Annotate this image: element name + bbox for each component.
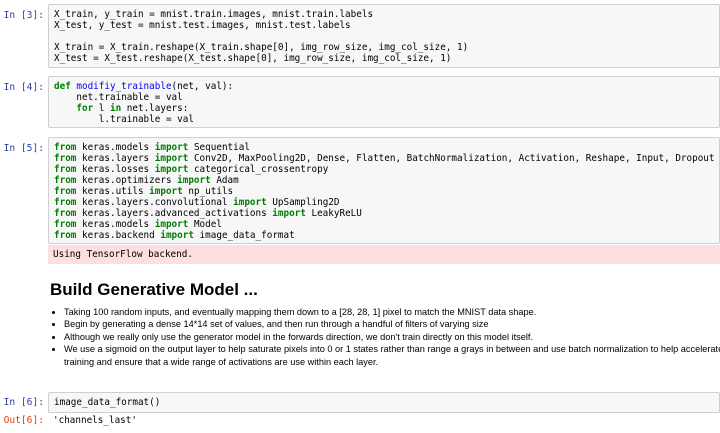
code-text: X_train = X_train.reshape(X_train.shape[… [54,42,469,53]
code-text: categorical_crossentropy [188,164,329,175]
markdown-heading: Build Generative Model ... [50,280,258,299]
code-text: image_data_format [193,230,295,241]
code-line: X_test, y_test = mnist.test.images, mnis… [54,20,714,31]
code-text: Sequential [188,142,250,153]
code-text: LeakyReLU [305,208,362,219]
code-text: Adam [210,175,239,186]
stderr-output: Using TensorFlow backend. [48,245,720,264]
code-keyword: import [154,142,189,153]
code-keyword: import [177,175,211,186]
code-line: from keras.models import Sequential [54,142,714,153]
code-text: l [93,103,110,114]
code-keyword: for [76,103,94,114]
code-text: np_utils [182,186,234,197]
code-text: l.trainable = val [54,114,194,125]
input-prompt: In [4]: [3,82,44,93]
code-text: keras.layers.convolutional [76,197,234,208]
code-line: image_data_format() [54,397,714,408]
code-keyword: import [233,197,267,208]
code-line: from keras.models import Model [54,219,714,230]
output-prompt: Out[6]: [3,415,44,426]
code-keyword: from [54,153,77,164]
code-keyword: import [272,208,306,219]
markdown-bullet-list: Taking 100 random inputs, and eventually… [50,306,720,368]
code-keyword: from [54,142,77,153]
code-text: image_data_format() [54,397,161,408]
code-text: X_train, y_train = mnist.train.images, m… [54,9,374,20]
code-text: (net, val): [171,81,234,92]
code-line: from keras.losses import categorical_cro… [54,164,714,175]
code-keyword: import [149,186,183,197]
code-keyword: import [160,230,194,241]
code-text: keras.layers [76,153,155,164]
code-line: from keras.layers.advanced_activations i… [54,208,714,219]
code-keyword: in [109,103,122,114]
input-prompt: In [3]: [3,10,44,21]
code-text [54,103,76,114]
list-item: We use a sigmoid on the output layer to … [64,343,720,368]
list-item: Although we really only use the generato… [64,331,720,343]
code-line [54,31,714,42]
cell-output: 'channels_last' [53,415,137,426]
code-keyword: import [154,153,189,164]
code-editor[interactable]: X_train, y_train = mnist.train.images, m… [48,4,720,68]
list-item: Taking 100 random inputs, and eventually… [64,306,720,318]
code-text: net.layers: [121,103,189,114]
code-keyword: from [54,219,77,230]
code-editor[interactable]: def modifiy_trainable(net, val): net.tra… [48,76,720,128]
code-line: from keras.utils import np_utils [54,186,714,197]
code-text: keras.utils [76,186,150,197]
code-text: Conv2D, MaxPooling2D, Dense, Flatten, Ba… [188,153,715,164]
code-line: def modifiy_trainable(net, val): [54,81,714,92]
code-keyword: from [54,175,77,186]
code-keyword: import [154,164,189,175]
code-keyword: from [54,230,77,241]
code-keyword: from [54,164,77,175]
code-line: for l in net.layers: [54,103,714,114]
code-text: keras.backend [76,230,161,241]
code-text: keras.layers.advanced_activations [76,208,273,219]
code-keyword: from [54,197,77,208]
code-line: X_train, y_train = mnist.train.images, m… [54,9,714,20]
code-line: l.trainable = val [54,114,714,125]
code-line: from keras.optimizers import Adam [54,175,714,186]
code-editor[interactable]: image_data_format() [48,392,720,413]
code-line: X_test = X_test.reshape(X_test.shape[0],… [54,53,714,64]
code-text: keras.optimizers [76,175,178,186]
code-text: keras.models [76,142,155,153]
input-prompt: In [6]: [3,397,44,408]
list-item: Begin by generating a dense 14*14 set of… [64,318,720,330]
code-line: from keras.backend import image_data_for… [54,230,714,241]
code-text: X_test = X_test.reshape(X_test.shape[0],… [54,53,452,64]
code-text: net.trainable = val [54,92,183,103]
code-text: keras.losses [76,164,155,175]
code-keyword: from [54,208,77,219]
code-function-name: modifiy_trainable [76,81,172,92]
code-line: from keras.layers.convolutional import U… [54,197,714,208]
code-keyword: def [54,81,77,92]
code-text: Model [188,219,222,230]
code-text: keras.models [76,219,155,230]
code-line: from keras.layers import Conv2D, MaxPool… [54,153,715,164]
code-text: X_test, y_test = mnist.test.images, mnis… [54,20,351,31]
code-line: net.trainable = val [54,92,714,103]
input-prompt: In [5]: [3,143,44,154]
code-keyword: from [54,186,77,197]
code-text: UpSampling2D [266,197,340,208]
code-keyword: import [154,219,189,230]
code-line: X_train = X_train.reshape(X_train.shape[… [54,42,714,53]
